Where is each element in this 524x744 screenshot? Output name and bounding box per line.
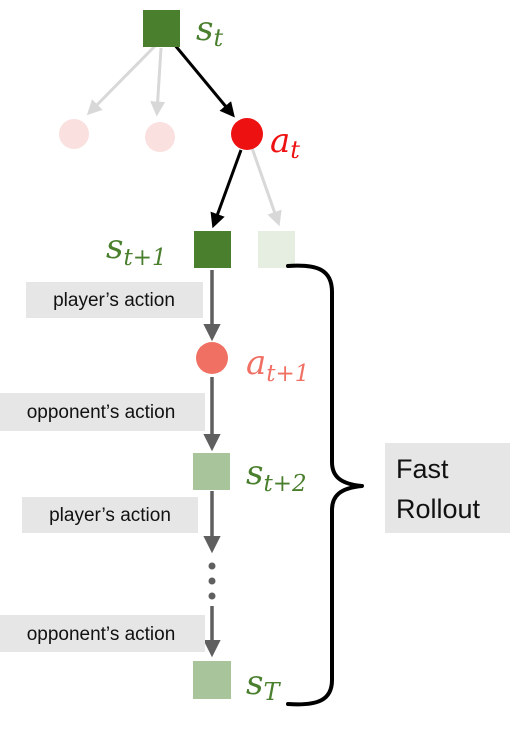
player-action-box-1 [26, 282, 203, 318]
opponent-action-box-2 [0, 615, 205, 652]
opponent-action-label-1: opponent’s action [27, 402, 176, 423]
label-at1: at+1 [246, 343, 309, 387]
player-action-label-1: player’s action [53, 290, 175, 311]
faded-arrow-middle [150, 47, 166, 117]
ellipsis-dot-2 [208, 577, 216, 585]
faded-action-node-2 [145, 122, 175, 152]
player-action-label-2: player’s action [49, 505, 171, 526]
faded-state-node [258, 231, 295, 268]
ellipsis-dot-3 [208, 592, 216, 600]
ellipsis-dot-1 [208, 562, 216, 570]
state-node-st [143, 10, 180, 47]
action-node-at1 [196, 342, 228, 374]
label-st1: st+1 [106, 227, 167, 271]
label-at: at [270, 121, 300, 164]
opponent-action-label-2: opponent’s action [27, 624, 176, 645]
faded-arrow-left [86, 44, 157, 116]
faded-action-node-1 [59, 119, 89, 149]
action-node-at [231, 118, 263, 150]
fast-rollout-line2: Rollout [396, 494, 481, 524]
player-action-box-2 [22, 497, 198, 533]
state-node-sT [193, 661, 231, 699]
faded-arrow-right-child [250, 147, 282, 227]
state-node-st1 [194, 231, 231, 268]
arrow-at-to-st1 [210, 149, 243, 229]
arrow-st-to-at [172, 43, 235, 118]
label-sT: sT [246, 663, 281, 706]
label-st: st [196, 9, 223, 52]
label-st2: st+2 [246, 453, 307, 497]
fast-rollout-box [385, 443, 510, 533]
state-node-st2 [193, 453, 230, 490]
rollout-brace [286, 263, 364, 707]
opponent-action-box-1 [0, 393, 205, 431]
fast-rollout-line1: Fast [396, 454, 449, 484]
